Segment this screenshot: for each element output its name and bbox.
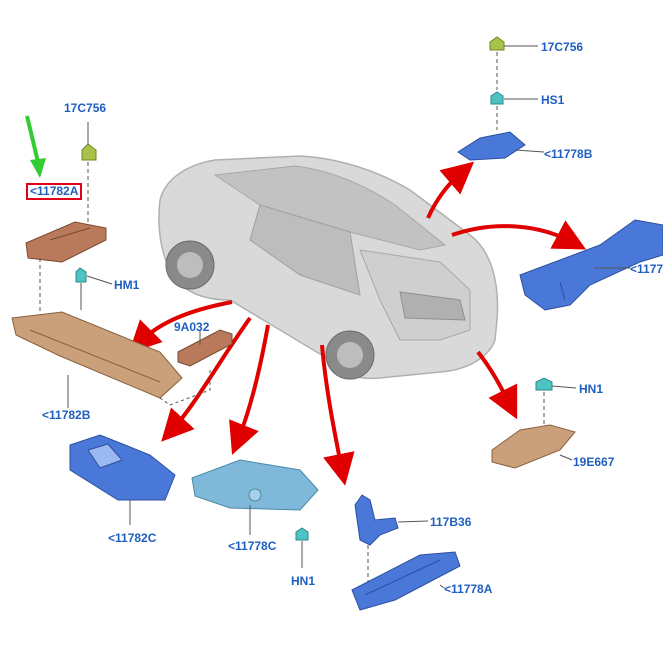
label-19e667: 19E667 [573, 455, 615, 469]
label-17c756-left: 17C756 [64, 101, 107, 115]
part-11778b[interactable] [457, 131, 545, 161]
label-11782b: <11782B [42, 408, 91, 422]
part-9a032[interactable] [177, 329, 233, 367]
label-hs1: HS1 [541, 93, 565, 107]
label-11778b: <11778B [544, 147, 593, 161]
label-9a032: 9A032 [174, 320, 210, 334]
label-17c756-top: 17C756 [541, 40, 584, 54]
part-11782c[interactable] [69, 434, 176, 525]
label-hm1: HM1 [114, 278, 140, 292]
part-11778a[interactable] [351, 551, 461, 611]
part-1177-right[interactable] [519, 219, 663, 311]
arrow-to-11782b [128, 300, 233, 354]
part-17c756-top[interactable] [489, 36, 538, 51]
arrow-to-11782c [161, 316, 252, 442]
arrow-to-11778c [229, 324, 270, 455]
arrow-to-11778b [426, 161, 475, 219]
part-hn1-bottom[interactable] [295, 527, 309, 568]
arrow-to-1177-right [451, 220, 587, 250]
part-117b36[interactable] [354, 494, 429, 590]
part-17c756-left[interactable] [81, 122, 97, 161]
part-19e667[interactable] [491, 424, 576, 469]
arrow-to-19e667 [476, 350, 518, 420]
label-hn1-bottom: HN1 [291, 574, 316, 588]
direction-arrows [128, 161, 587, 486]
arrow-to-11778a [320, 344, 355, 486]
label-hn1-right: HN1 [579, 382, 604, 396]
label-117b36: 117B36 [430, 515, 472, 529]
label-11782c: <11782C [108, 531, 157, 545]
part-11782b[interactable] [11, 311, 183, 408]
leader-9a032 [159, 370, 211, 406]
indicator-arrow [25, 115, 46, 178]
part-hn1-right[interactable] [535, 377, 577, 391]
label-1177-right: <1177 [630, 262, 663, 276]
label-11778c: <11778C [228, 539, 277, 553]
part-hs1[interactable] [490, 91, 538, 105]
part-11782a[interactable] [25, 221, 107, 263]
label-11778a: <11778A [444, 582, 493, 596]
part-11778c[interactable] [191, 459, 319, 535]
part-hm1[interactable] [75, 267, 113, 310]
vehicle-body [158, 155, 499, 380]
label-11782a: <11782A [26, 183, 83, 200]
